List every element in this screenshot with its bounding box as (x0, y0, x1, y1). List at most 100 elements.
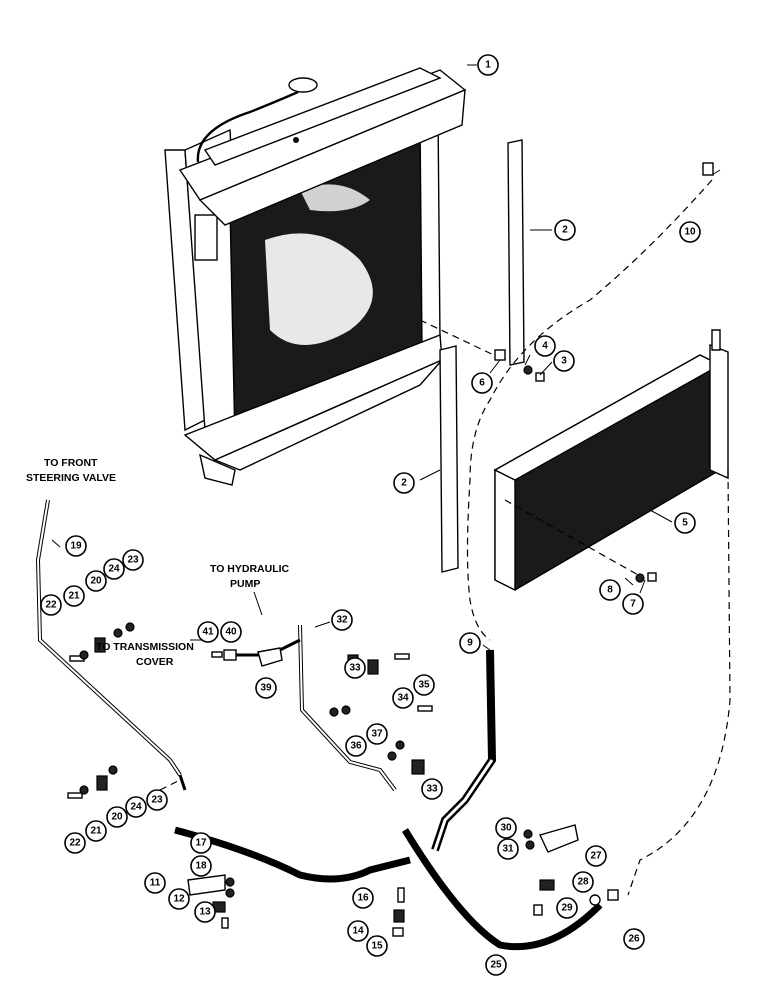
callout-2-upper: 2 (554, 219, 576, 241)
svg-text:36: 36 (350, 741, 362, 752)
svg-text:19: 19 (70, 541, 82, 552)
callout-10: 10 (679, 221, 701, 243)
callout-bubbles: 1 2 2 3 4 5 6 7 8 9 10 11 12 13 14 15 16… (40, 54, 701, 976)
svg-text:35: 35 (418, 680, 430, 691)
callout-21-lower: 21 (85, 820, 107, 842)
callout-34: 34 (392, 687, 414, 709)
svg-text:33: 33 (349, 663, 361, 674)
callout-27: 27 (585, 845, 607, 867)
callout-4: 4 (534, 335, 556, 357)
svg-text:9: 9 (467, 638, 473, 649)
callout-2-lower: 2 (393, 472, 415, 494)
svg-text:8: 8 (607, 585, 613, 596)
svg-text:41: 41 (202, 627, 214, 638)
callout-12: 12 (168, 888, 190, 910)
callout-37: 37 (366, 723, 388, 745)
svg-text:2: 2 (562, 225, 568, 236)
svg-text:26: 26 (628, 934, 640, 945)
note-front-steering-line2: STEERING VALVE (26, 472, 116, 484)
callout-16: 16 (352, 887, 374, 909)
svg-text:29: 29 (561, 903, 573, 914)
svg-text:21: 21 (90, 826, 102, 837)
oil-cooler (493, 329, 729, 592)
svg-text:18: 18 (195, 861, 207, 872)
note-transmission-line1: TO TRANSMISSION (96, 641, 194, 653)
callout-35: 35 (413, 674, 435, 696)
callout-24-upper: 24 (103, 558, 125, 580)
callout-1: 1 (477, 54, 499, 76)
callout-22-lower: 22 (64, 832, 86, 854)
callout-22-upper: 22 (40, 594, 62, 616)
svg-text:40: 40 (225, 627, 237, 638)
svg-text:3: 3 (561, 356, 567, 367)
svg-text:4: 4 (542, 341, 548, 352)
callout-39: 39 (255, 677, 277, 699)
note-hydraulic-pump-line2: PUMP (230, 578, 260, 590)
note-hydraulic-pump-line1: TO HYDRAULIC (210, 563, 290, 575)
svg-text:7: 7 (630, 599, 636, 610)
callout-18: 18 (190, 855, 212, 877)
leader-lines (51, 64, 721, 651)
svg-text:11: 11 (150, 878, 161, 889)
svg-text:37: 37 (371, 729, 383, 740)
callout-30: 30 (495, 817, 517, 839)
svg-text:12: 12 (173, 894, 185, 905)
callout-14: 14 (347, 920, 369, 942)
callout-23-upper: 23 (122, 549, 144, 571)
callout-7: 7 (622, 593, 644, 615)
svg-text:23: 23 (151, 795, 163, 806)
svg-text:27: 27 (590, 851, 602, 862)
svg-text:10: 10 (684, 227, 696, 238)
mounting-brackets (439, 139, 525, 573)
callout-20-lower: 20 (106, 806, 128, 828)
svg-text:39: 39 (260, 683, 272, 694)
radiator-assembly (164, 67, 467, 486)
svg-text:25: 25 (490, 960, 502, 971)
callout-9: 9 (459, 632, 481, 654)
svg-text:20: 20 (90, 576, 102, 587)
callout-15: 15 (366, 935, 388, 957)
note-transmission-line2: COVER (136, 656, 174, 668)
callout-33-upper: 33 (344, 657, 366, 679)
svg-text:28: 28 (577, 877, 589, 888)
svg-text:13: 13 (199, 907, 211, 918)
callout-29: 29 (556, 897, 578, 919)
svg-text:20: 20 (111, 812, 123, 823)
svg-text:24: 24 (108, 564, 120, 575)
hoses-and-tubes (35, 499, 603, 951)
svg-text:22: 22 (45, 600, 57, 611)
svg-text:34: 34 (397, 693, 409, 704)
callout-23-lower: 23 (146, 789, 168, 811)
callout-3: 3 (553, 350, 575, 372)
callout-11: 11 (144, 872, 166, 894)
callout-5: 5 (674, 512, 696, 534)
callout-36: 36 (345, 735, 367, 757)
svg-text:23: 23 (127, 555, 139, 566)
hardware-parts (67, 162, 714, 937)
svg-text:22: 22 (69, 838, 81, 849)
callout-41: 41 (197, 621, 219, 643)
callout-33-lower: 33 (421, 778, 443, 800)
svg-text:14: 14 (352, 926, 364, 937)
callout-13: 13 (194, 901, 216, 923)
callout-26: 26 (623, 928, 645, 950)
callout-8: 8 (599, 579, 621, 601)
svg-text:6: 6 (479, 378, 485, 389)
notes: TO FRONT STEERING VALVE TO HYDRAULIC PUM… (26, 457, 290, 668)
note-front-steering-line1: TO FRONT (44, 457, 98, 469)
svg-text:33: 33 (426, 784, 438, 795)
svg-text:24: 24 (130, 802, 142, 813)
callout-20-upper: 20 (85, 570, 107, 592)
callout-28: 28 (572, 871, 594, 893)
callout-17: 17 (190, 832, 212, 854)
svg-text:15: 15 (371, 941, 383, 952)
svg-text:31: 31 (502, 844, 514, 855)
svg-text:5: 5 (682, 518, 688, 529)
callout-19: 19 (65, 535, 87, 557)
callout-32: 32 (331, 609, 353, 631)
callout-6: 6 (471, 372, 493, 394)
svg-text:16: 16 (357, 893, 369, 904)
svg-text:32: 32 (336, 615, 348, 626)
